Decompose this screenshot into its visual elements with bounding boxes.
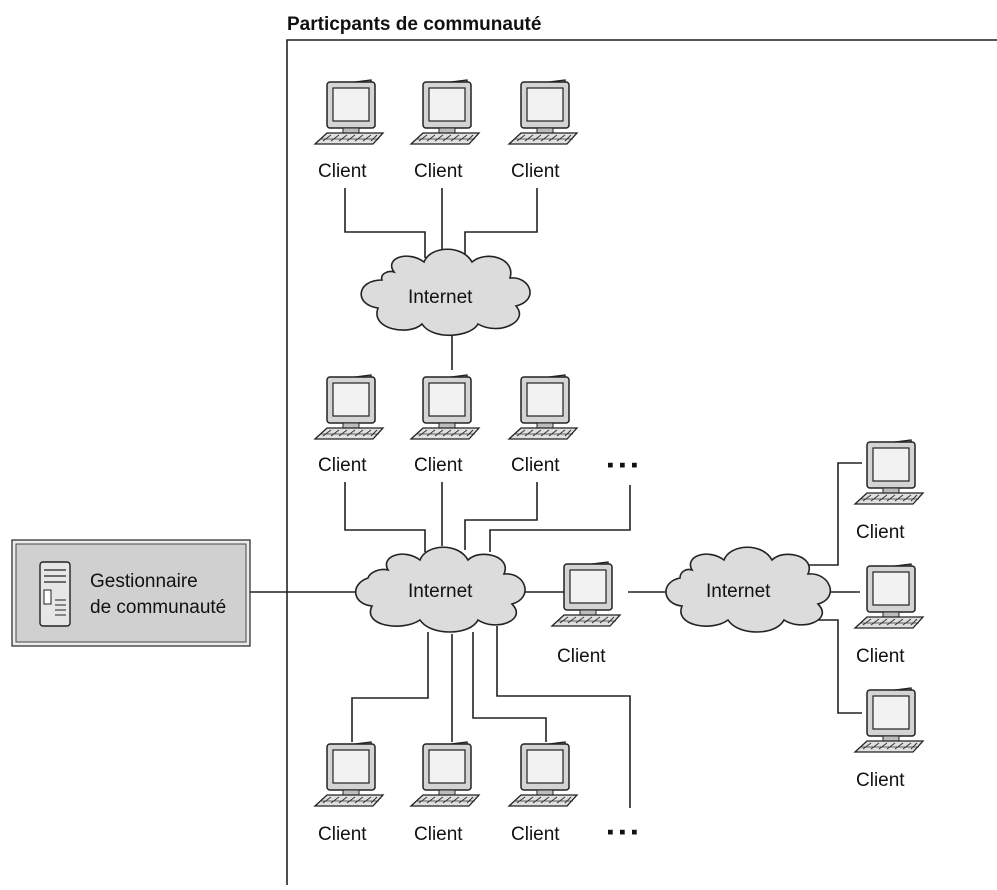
client-label: Client xyxy=(414,161,463,182)
participants-frame xyxy=(286,39,997,885)
client-label: Client xyxy=(318,161,367,182)
manager-label-line2: de communauté xyxy=(90,597,226,618)
community-manager: Gestionnaire de communauté xyxy=(11,539,251,647)
client-label: Client xyxy=(856,646,905,667)
manager-label-line1: Gestionnaire xyxy=(90,571,198,592)
client-computer-icon xyxy=(410,374,480,440)
computers xyxy=(314,79,924,807)
client-label: Client xyxy=(318,824,367,845)
client-label: Client xyxy=(856,522,905,543)
client-computer-icon xyxy=(410,741,480,807)
client-computer-icon xyxy=(508,741,578,807)
ellipsis-more-clients: ▪ ▪ ▪ xyxy=(607,455,638,476)
internet-label-central: Internet xyxy=(408,581,473,602)
diagram-title: Particpants de communauté xyxy=(287,14,541,35)
client-label: Client xyxy=(414,455,463,476)
client-label: Client xyxy=(318,455,367,476)
client-computer-icon xyxy=(854,687,924,753)
client-label: Client xyxy=(856,770,905,791)
client-label: Client xyxy=(511,455,560,476)
internet-cloud-right: Internet xyxy=(665,546,831,633)
client-computer-icon xyxy=(314,79,384,145)
client-label: Client xyxy=(414,824,463,845)
client-label: Client xyxy=(511,161,560,182)
client-computer-icon xyxy=(854,439,924,505)
client-label: Client xyxy=(511,824,560,845)
client-computer-icon xyxy=(551,561,621,627)
client-computer-icon xyxy=(508,374,578,440)
client-labels: Client Client Client Client Client Clien… xyxy=(318,161,905,845)
connection-lines xyxy=(250,188,862,808)
internet-label-top: Internet xyxy=(408,287,473,308)
client-computer-icon xyxy=(314,374,384,440)
ellipsis-more-clients: ▪ ▪ ▪ xyxy=(607,822,638,843)
server-icon xyxy=(39,561,71,627)
internet-cloud-top: Internet xyxy=(360,248,531,336)
internet-label-right: Internet xyxy=(706,581,771,602)
client-computer-icon xyxy=(508,79,578,145)
client-computer-icon xyxy=(314,741,384,807)
client-label: Client xyxy=(557,646,606,667)
client-computer-icon xyxy=(854,563,924,629)
internet-cloud-central: Internet xyxy=(354,546,526,633)
client-computer-icon xyxy=(410,79,480,145)
